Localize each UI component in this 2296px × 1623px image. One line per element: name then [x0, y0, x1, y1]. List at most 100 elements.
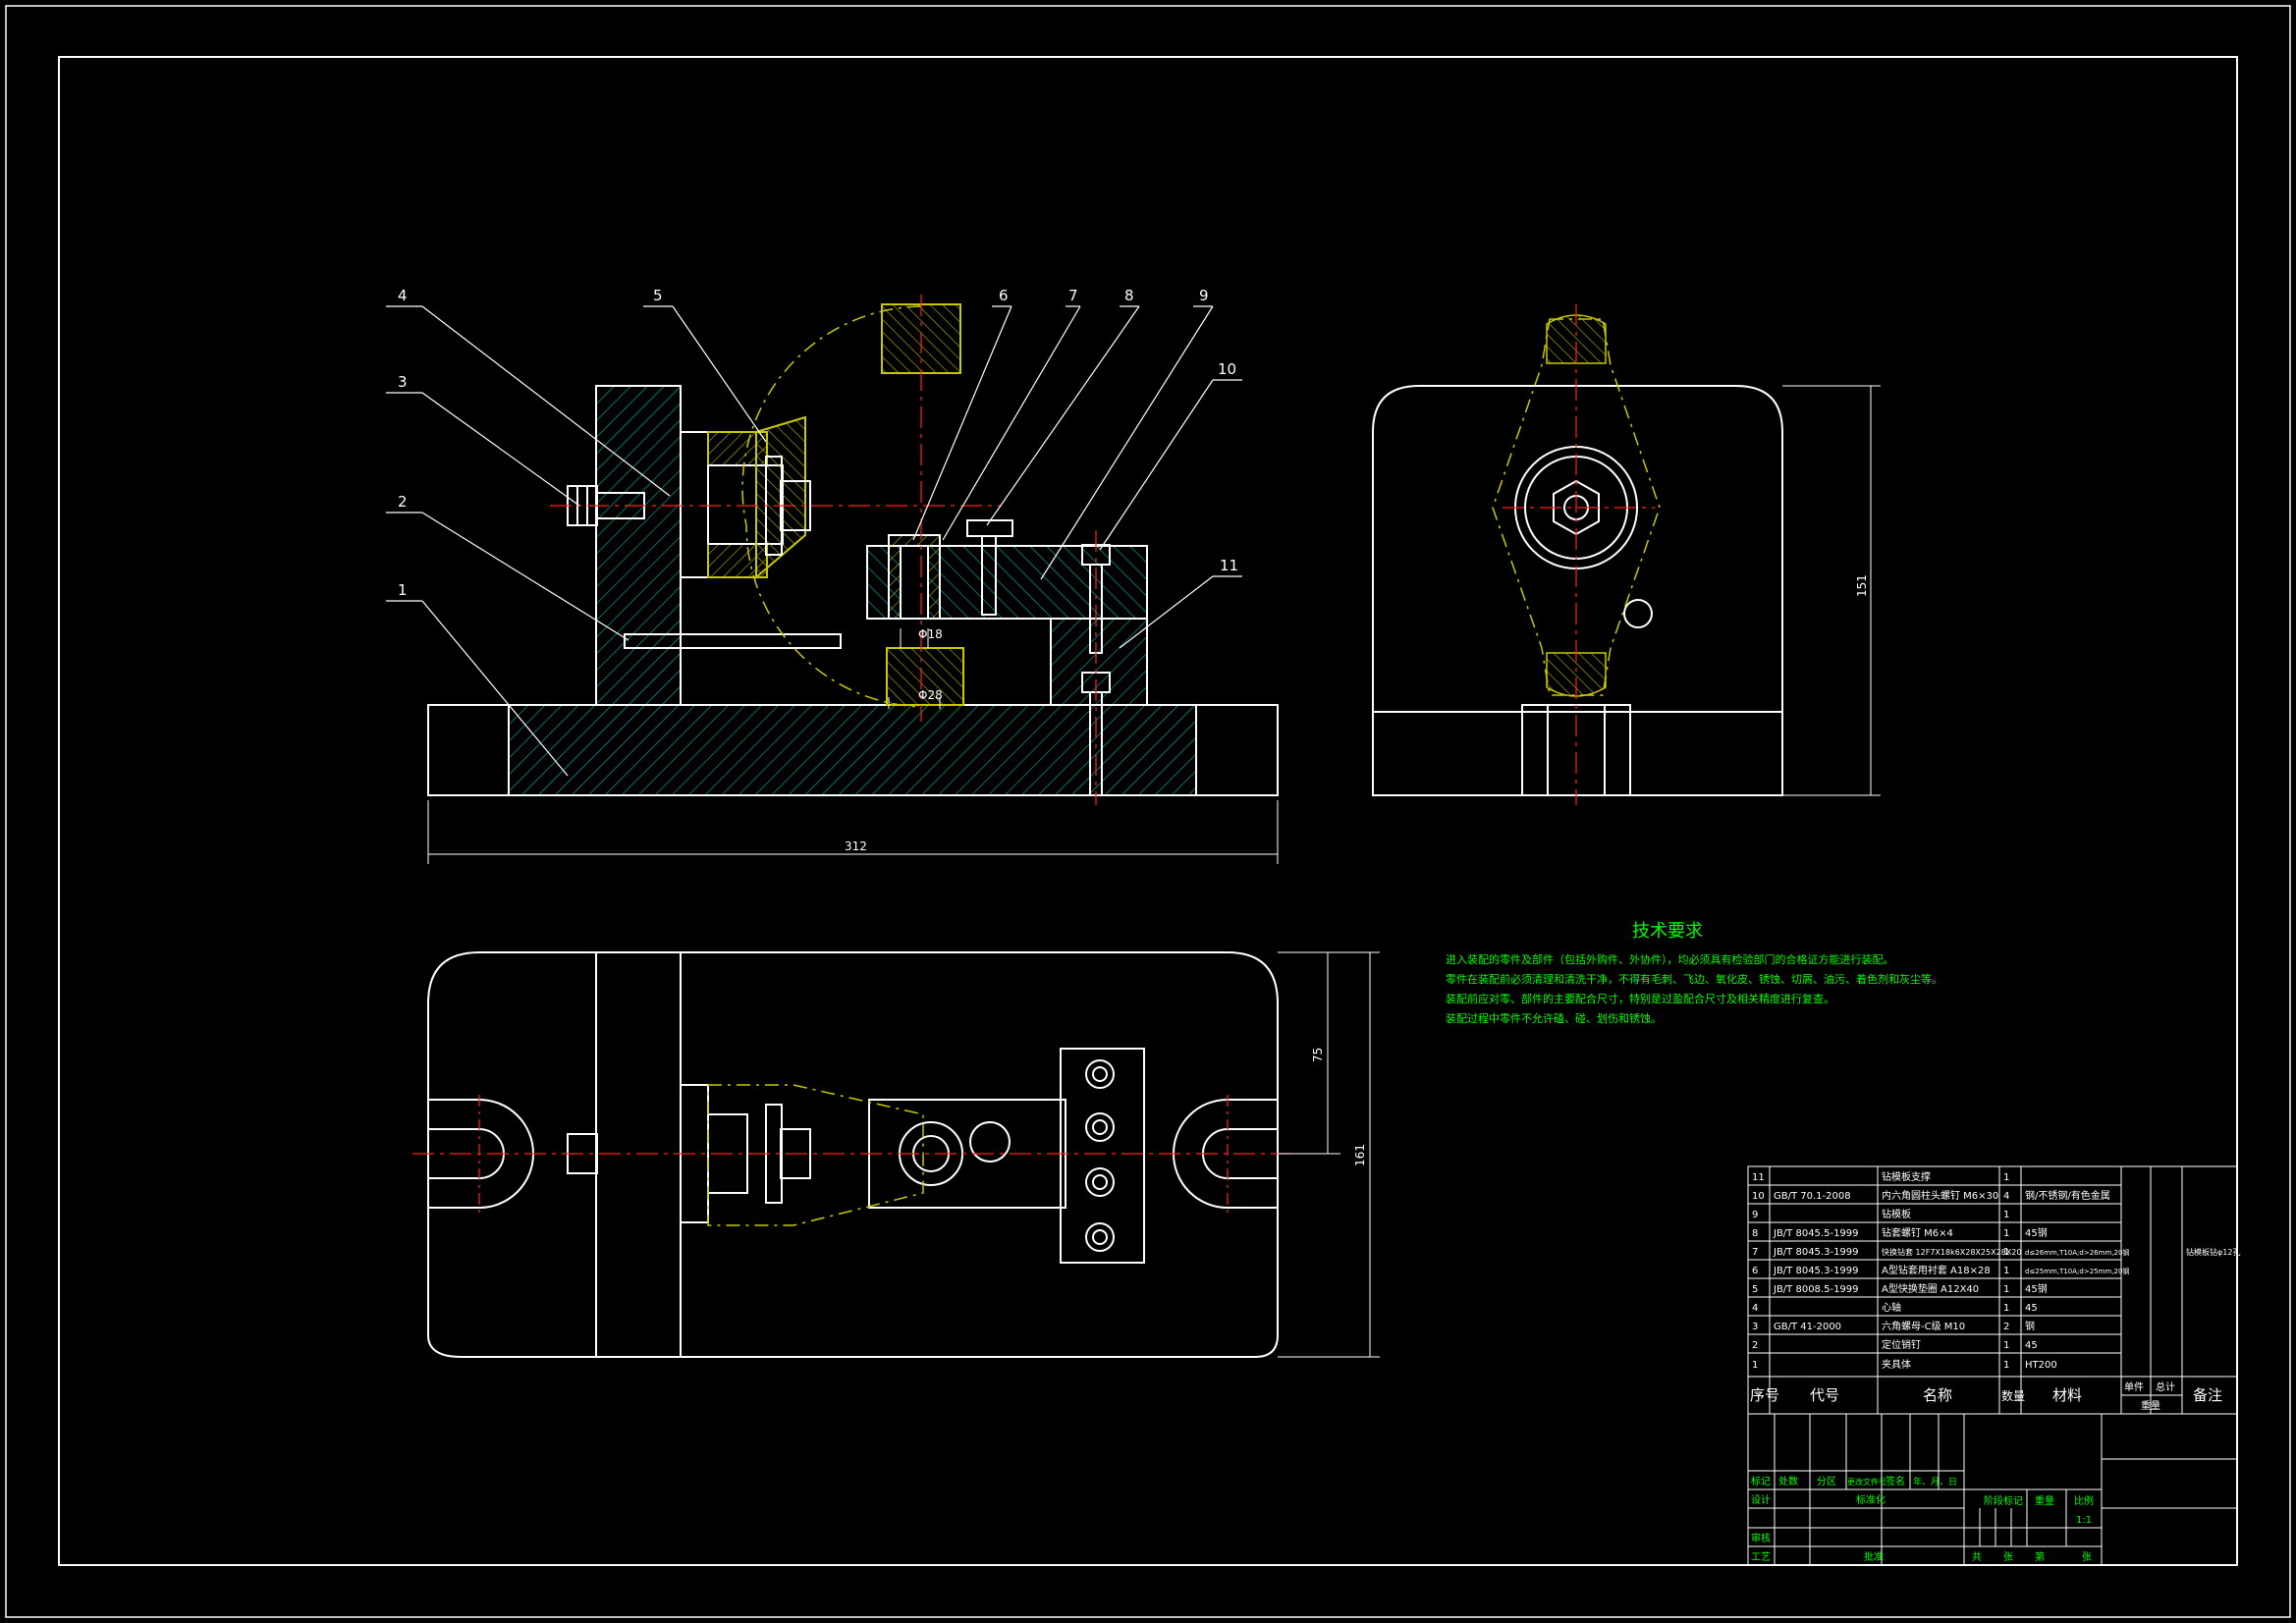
bom-h-code: 代号	[1810, 1386, 1839, 1404]
bom-row-6-no: 6	[1752, 1266, 1758, 1276]
plan-mandrel	[707, 1113, 748, 1194]
workpiece-lower	[886, 647, 964, 706]
side-workpiece-bottom	[1546, 652, 1607, 697]
tb-sheet-no: 第	[2035, 1550, 2045, 1563]
balloon-1: 1	[398, 581, 408, 599]
tech-line-1: 进入装配的零件及部件（包括外购件、外协件），均必须具有检验部门的合格证方能进行装…	[1446, 952, 1894, 966]
tb-sheet-unit1: 张	[2003, 1551, 2013, 1563]
balloon-9: 9	[1199, 287, 1209, 304]
rev-h-date: 年、月、日	[1913, 1476, 1957, 1488]
plan-view	[427, 951, 1279, 1358]
bom-row-2-no: 2	[1752, 1340, 1758, 1351]
bom-row-7-no: 7	[1752, 1247, 1758, 1258]
bom-row-3-name: 六角螺母-C级 M10	[1882, 1321, 1965, 1332]
side-workpiece-top	[1546, 314, 1607, 364]
tb-process: 工艺	[1751, 1551, 1771, 1563]
bom-row-1-no: 1	[1752, 1360, 1758, 1371]
outer-border	[5, 5, 2291, 1618]
bom-h-qty: 数量	[2001, 1388, 2025, 1403]
plan-dims	[1278, 951, 1380, 1358]
rev-h-doc: 更改文件号	[1847, 1477, 1886, 1487]
drill-plate-support	[1050, 618, 1148, 706]
tech-line-4: 装配过程中零件不允许磕、碰、划伤和锈蚀。	[1446, 1011, 1662, 1025]
balloon-11: 11	[1220, 557, 1238, 574]
bom-h-remark: 备注	[2193, 1386, 2222, 1404]
bom-row-9-name: 钻模板	[1882, 1208, 1911, 1220]
bom-row-11-name: 钻模板支撑	[1882, 1170, 1931, 1183]
plan-bushing-screw	[969, 1121, 1011, 1163]
bom-row-8-name: 钻套螺钉 M6×4	[1882, 1226, 1953, 1239]
bom-h-name: 名称	[1923, 1386, 1952, 1404]
bom-row-4-qty: 1	[2003, 1303, 2009, 1314]
plan-upright	[595, 951, 682, 1358]
bom-row-5-code: JB/T 8008.5-1999	[1773, 1284, 1859, 1295]
plan-body-outline	[427, 951, 1279, 1358]
upright-block	[595, 385, 682, 706]
tb-sheet-unit2: 张	[2082, 1551, 2092, 1563]
bom-side-note: 钻模板钻φ12孔	[2186, 1247, 2240, 1257]
bom-row-11-no: 11	[1752, 1172, 1765, 1183]
bom-row-7-qty: 1	[2003, 1247, 2009, 1258]
bom-row-3-no: 3	[1752, 1322, 1758, 1332]
balloon-6: 6	[999, 287, 1009, 304]
bom-row-2-qty: 1	[2003, 1340, 2009, 1351]
bom-row-11-qty: 1	[2003, 1172, 2009, 1183]
bom-row-2-mat: 45	[2025, 1340, 2038, 1351]
side-pin-hole	[1623, 599, 1653, 628]
rev-h-mark: 标记	[1751, 1476, 1771, 1488]
dim-side-height: 151	[1855, 574, 1869, 597]
balloon-5: 5	[653, 287, 663, 304]
tech-line-3: 装配前应对零、部件的主要配合尺寸，特别是过盈配合尺寸及相关精度进行复查。	[1446, 992, 1834, 1005]
bom-row-9-no: 9	[1752, 1210, 1758, 1220]
side-body-outline	[1372, 385, 1783, 796]
tb-approve: 批准	[1864, 1550, 1884, 1563]
bom-row-7-code: JB/T 8045.3-1999	[1773, 1247, 1859, 1258]
dim-bore-d2: Φ28	[918, 688, 943, 702]
tb-audit: 审核	[1751, 1532, 1771, 1544]
title-block-text: 标记 处数 分区 更改文件号 签名 年、月、日 设计 标准化 阶段标记 重量 比…	[1751, 1475, 2094, 1563]
dim-bore-d1: Φ18	[918, 627, 943, 641]
balloon-10: 10	[1218, 360, 1236, 378]
bom-row-1-name: 夹具体	[1882, 1358, 1911, 1371]
plan-nut-right	[780, 1128, 811, 1179]
tb-scale-value: 1:1	[2076, 1515, 2092, 1526]
bom-row-2-name: 定位销钉	[1882, 1338, 1921, 1351]
title-block	[1747, 1413, 2238, 1566]
tb-design: 设计	[1751, 1493, 1771, 1506]
dim-plan-total: 161	[1353, 1144, 1367, 1166]
balloon-3: 3	[398, 373, 408, 391]
bom-row-10-no: 10	[1752, 1191, 1765, 1202]
bom-row-4-mat: 45	[2025, 1303, 2038, 1314]
side-workpiece-phantom	[1492, 318, 1661, 696]
tech-title: 技术要求	[1632, 921, 1703, 942]
front-view	[427, 303, 1279, 796]
bom-row-4-name: 心轴	[1882, 1301, 1901, 1314]
bom-row-8-qty: 1	[2003, 1228, 2009, 1239]
tech-requirements: 技术要求 进入装配的零件及部件（包括外购件、外协件），均必须具有检验部门的合格证…	[1446, 921, 1942, 1025]
base-hatch-section	[508, 704, 1197, 796]
bom-h-material: 材料	[2052, 1386, 2082, 1404]
tb-standardize: 标准化	[1856, 1493, 1886, 1506]
bom-row-3-mat: 钢	[2025, 1320, 2035, 1332]
bom-row-1-qty: 1	[2003, 1360, 2009, 1371]
rev-h-sign: 签名	[1886, 1475, 1905, 1488]
bom-text: 11 钻模板支撑 1 10 GB/T 70.1-2008 内六角圆柱头螺钉 M6…	[1752, 1170, 2240, 1371]
tb-weight: 重量	[2035, 1494, 2054, 1507]
bom-row-5-mat: 45钢	[2025, 1282, 2048, 1295]
bom-h-no: 序号	[1750, 1386, 1779, 1404]
bom-row-10-qty: 4	[2003, 1191, 2009, 1202]
rev-h-zone: 分区	[1817, 1476, 1836, 1488]
bom-row-10-name: 内六角圆柱头螺钉 M6×30	[1882, 1189, 1998, 1202]
locating-pin	[624, 633, 842, 649]
bom-row-8-no: 8	[1752, 1228, 1758, 1239]
bom-row-7-name: 快换钻套 12F7X18k6X28X25X28X20	[1882, 1247, 2021, 1257]
workpiece-phantom-arc	[741, 305, 922, 708]
bushing-screw-shank	[981, 535, 997, 616]
bom-row-6-code: JB/T 8045.3-1999	[1773, 1266, 1859, 1276]
bom-row-4-no: 4	[1752, 1303, 1758, 1314]
inner-frame	[58, 56, 2238, 1566]
bom-h-total: 总计	[2156, 1380, 2175, 1393]
plan-workpiece-phantom	[707, 1084, 924, 1226]
tb-stage-mark: 阶段标记	[1984, 1494, 2023, 1507]
bom-row-1-mat: HT200	[2025, 1360, 2057, 1371]
